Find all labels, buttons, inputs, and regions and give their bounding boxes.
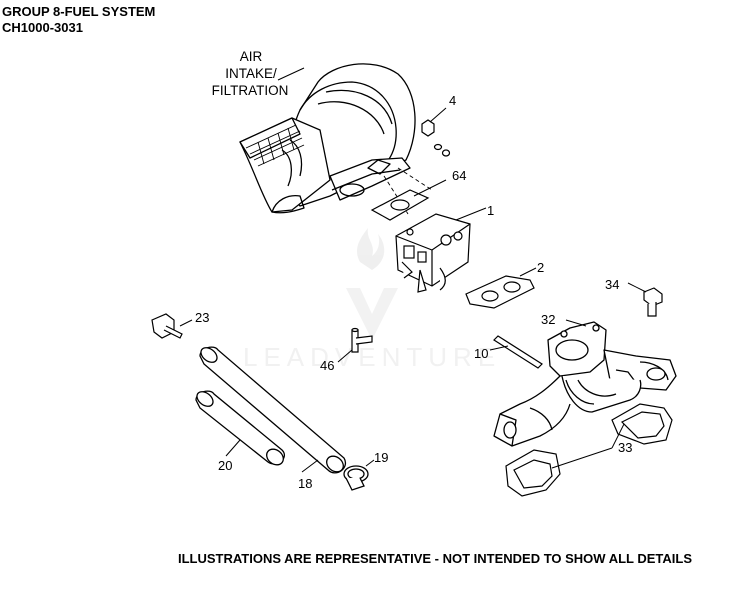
part-23-elbow-fitting <box>151 313 193 339</box>
callout-4: 4 <box>449 93 456 108</box>
part-46-tee-fitting <box>337 327 373 363</box>
disclaimer-footer: ILLUSTRATIONS ARE REPRESENTATIVE - NOT I… <box>178 551 692 566</box>
part-32-intake-manifold <box>493 319 677 447</box>
part-64-gasket <box>370 179 447 221</box>
air-intake-assembly <box>239 63 416 214</box>
part-18-hose <box>199 346 347 474</box>
callout-1: 1 <box>487 203 494 218</box>
callout-32: 32 <box>541 312 555 327</box>
part-19-clamp <box>343 459 375 491</box>
callout-23: 23 <box>195 310 209 325</box>
callout-19: 19 <box>374 450 388 465</box>
part-2-gasket <box>465 267 537 309</box>
part-34-screw <box>627 282 663 317</box>
callout-18: 18 <box>298 476 312 491</box>
callout-64: 64 <box>452 168 466 183</box>
part-20-hose <box>195 390 285 466</box>
part-10-stud <box>489 335 543 369</box>
assembly-label: AIR INTAKE/ FILTRATION <box>212 49 305 98</box>
callout-2: 2 <box>537 260 544 275</box>
assembly-label-line3: FILTRATION <box>212 83 289 98</box>
diagram-title: GROUP 8-FUEL SYSTEM <box>2 4 156 19</box>
callout-46: 46 <box>320 358 334 373</box>
callout-33: 33 <box>618 440 632 455</box>
part-4-nut <box>421 107 451 157</box>
model-number: CH1000-3031 <box>2 20 83 35</box>
callout-34: 34 <box>605 277 619 292</box>
assembly-label-line2: INTAKE/ <box>225 66 277 81</box>
part-1-carburetor <box>395 207 487 293</box>
watermark: LEADVENTURE <box>243 228 501 372</box>
assembly-label-line1: AIR <box>240 49 263 64</box>
part-33-gaskets <box>505 403 673 497</box>
callout-10: 10 <box>474 346 488 361</box>
callout-20: 20 <box>218 458 232 473</box>
watermark-text: LEADVENTURE <box>243 342 501 372</box>
